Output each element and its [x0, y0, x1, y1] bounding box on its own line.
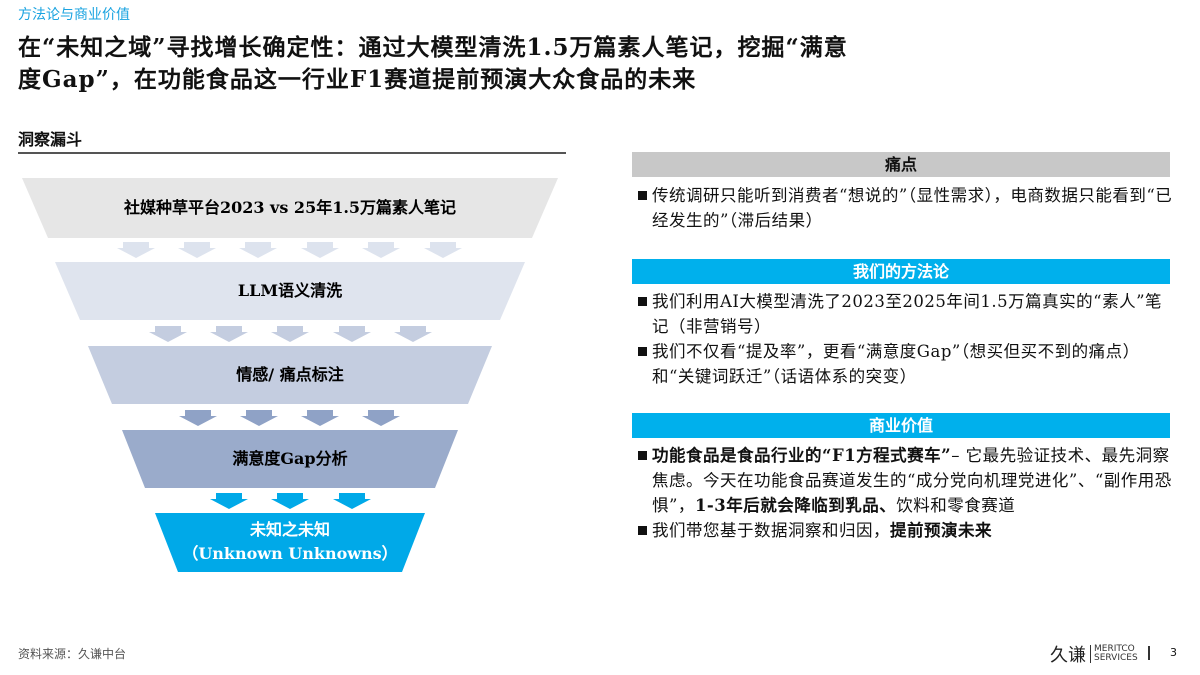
- funnel-layer-4-text: 满意度Gap分析: [232, 449, 347, 468]
- value-item-bold: 提前预演未来: [890, 521, 992, 540]
- funnel-layer-2-text: LLM语义清洗: [238, 281, 342, 300]
- value-item-bold2: 1-3年后就会降临到乳品、: [694, 496, 897, 515]
- value-item: 我们带您基于数据洞察和归因，提前预演未来: [636, 518, 1176, 543]
- source-note: 资料来源：久谦中台: [18, 647, 127, 661]
- value-item: 功能食品是食品行业的“F1方程式赛车”– 它最先验证技术、最先洞察焦虑。今天在功…: [636, 443, 1176, 518]
- page-title-line1: 在“未知之域”寻找增长确定性：通过大模型清洗1.5万篇素人笔记，挖掘“满意: [18, 34, 848, 61]
- funnel-layer-5: [155, 513, 425, 572]
- funnel-arrows-4: [210, 493, 371, 509]
- footer-divider: [1148, 646, 1150, 660]
- funnel-layer-5-subtext: （Unknown Unknowns）: [182, 544, 397, 563]
- value-item-bold: 功能食品是食品行业的“F1方程式赛车”: [652, 446, 952, 465]
- method-header: 我们的方法论: [632, 259, 1170, 284]
- logo-cn: 久谦: [1050, 645, 1086, 666]
- funnel-layer-2: [55, 262, 525, 320]
- funnel-arrows-3: [179, 410, 400, 426]
- value-header: 商业价值: [632, 413, 1170, 438]
- funnel-arrows-1: [117, 242, 462, 258]
- method-body: 我们利用AI大模型清洗了2023至2025年间1.5万篇真实的“素人”笔记（非营…: [636, 289, 1176, 389]
- logo-en-2: SERVICES: [1094, 653, 1138, 663]
- funnel-layer-1: [22, 178, 558, 238]
- value-item-text: – 它最先验证技术、最先洞察焦虑。今天在功能食品赛道发生的“成分党向机理党进化”…: [652, 446, 1172, 515]
- method-item: 我们不仅看“提及率”，更看“满意度Gap”（想买但买不到的痛点）和“关键词跃迁”…: [636, 339, 1176, 389]
- page-number: 3: [1170, 646, 1177, 659]
- funnel-layer-3-text: 情感/ 痛点标注: [236, 365, 343, 384]
- pain-body: 传统调研只能听到消费者“想说的”（显性需求），电商数据只能看到“已经发生的”（滞…: [636, 183, 1176, 233]
- pain-header: 痛点: [632, 152, 1170, 177]
- funnel-layer-1-text: 社媒种草平台2023 vs 25年1.5万篇素人笔记: [123, 198, 456, 217]
- funnel-label: 洞察漏斗: [18, 130, 83, 149]
- pain-item: 传统调研只能听到消费者“想说的”（显性需求），电商数据只能看到“已经发生的”（滞…: [636, 183, 1176, 233]
- value-body: 功能食品是食品行业的“F1方程式赛车”– 它最先验证技术、最先洞察焦虑。今天在功…: [636, 443, 1176, 543]
- funnel-layer-5-text: 未知之未知: [249, 520, 330, 539]
- section-label: 方法论与商业价值: [18, 7, 130, 23]
- funnel-layer-4: [122, 430, 458, 488]
- logo-en-1: MERITCO: [1094, 644, 1135, 654]
- value-item-text: 我们带您基于数据洞察和归因，: [652, 521, 890, 540]
- divider: [18, 152, 566, 154]
- insight-funnel: 社媒种草平台2023 vs 25年1.5万篇素人笔记 LLM语义清洗 情感/ 痛…: [22, 178, 558, 572]
- value-item-end: 饮料和零食赛道: [896, 496, 1016, 515]
- page-title-line2: 度Gap”，在功能食品这一行业F1赛道提前预演大众食品的未来: [18, 66, 697, 93]
- funnel-layer-3: [88, 346, 492, 404]
- funnel-arrows-2: [149, 326, 432, 342]
- method-item: 我们利用AI大模型清洗了2023至2025年间1.5万篇真实的“素人”笔记（非营…: [636, 289, 1176, 339]
